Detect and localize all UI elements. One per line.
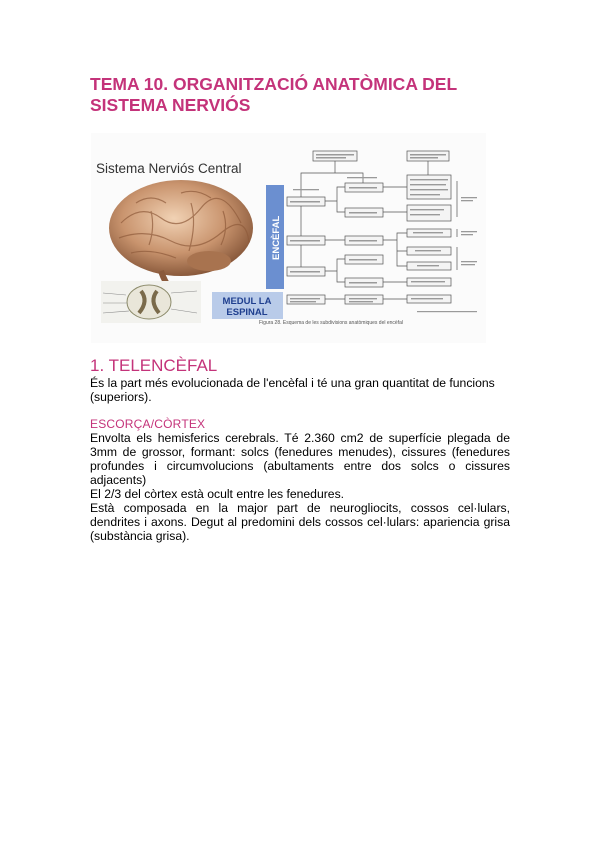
spinal-cord-image: [101, 281, 201, 323]
medul-label-line2: ESPINAL: [226, 307, 267, 318]
cortex-paragraph-3: Està composada en la major part de neuro…: [90, 501, 510, 543]
cortex-paragraph-1: Envolta els hemisferics cerebrals. Té 2.…: [90, 431, 510, 487]
cortex-paragraph-2: El 2/3 del còrtex està ocult entre les f…: [90, 487, 345, 501]
page-title: TEMA 10. ORGANITZACIÓ ANATÒMICA DEL SIST…: [90, 74, 457, 115]
subheading-escorca: ESCORÇA/CÒRTEX: [90, 417, 206, 431]
intro-paragraph: És la part més evolucionada de l'encèfal…: [90, 376, 495, 404]
nervous-system-diagram: Sistema Nerviós Central: [96, 150, 477, 326]
encefal-bar: [266, 185, 284, 289]
medul-bar: [212, 292, 283, 319]
flowchart-text-marks: [290, 154, 477, 313]
figure-heading: Sistema Nerviós Central: [96, 161, 242, 176]
brain-image: [109, 180, 253, 292]
section-heading-telencefal: 1. TELENCÈFAL: [90, 356, 218, 375]
encefal-label: ENCÈFAL: [271, 215, 282, 260]
figure-caption: Figura 28. Esquema de les subdivisions a…: [259, 320, 403, 326]
medul-label-line1: MEDUL LA: [223, 296, 272, 307]
nervous-system-figure: Sistema Nerviós Central: [91, 133, 486, 343]
